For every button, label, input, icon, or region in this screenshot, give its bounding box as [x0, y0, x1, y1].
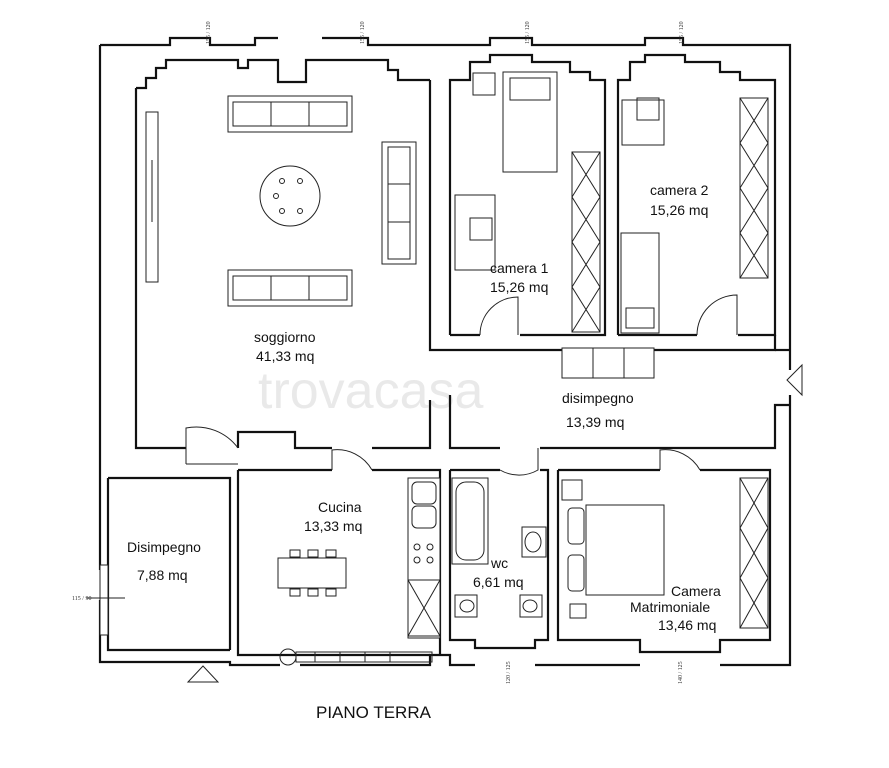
label-disimpegno-area: 13,39 mq: [566, 414, 624, 430]
cucina-walls: [236, 449, 442, 666]
dim-left: 115 / 90: [72, 596, 91, 602]
dim-top-1: 155 / 120: [206, 21, 212, 44]
cabinet-disimpegno: [561, 347, 655, 379]
label-wc-area: 6,61 mq: [473, 574, 524, 590]
label-soggiorno-area: 41,33 mq: [256, 348, 314, 364]
disimpegno-left-walls: [86, 476, 232, 683]
watermark: trovacasa: [258, 362, 484, 420]
label-camera1-area: 15,26 mq: [490, 279, 548, 295]
dim-top-4: 155 / 120: [679, 21, 685, 44]
label-cucina-area: 13,33 mq: [304, 518, 362, 534]
label-cucina-name: Cucina: [318, 499, 362, 515]
label-camera2-name: camera 2: [650, 182, 709, 198]
label-matrimoniale-name2: Matrimoniale: [630, 599, 710, 615]
bathtub: [451, 477, 489, 565]
dim-bottom-wc: 120 / 125: [506, 661, 512, 684]
camera-matrimoniale-walls: [556, 449, 772, 654]
dim-top-3: 155 / 120: [525, 21, 531, 44]
label-disimpegno-left-name: Disimpegno: [127, 539, 201, 555]
bed-camera2: [620, 232, 660, 334]
plan-title: PIANO TERRA: [316, 703, 432, 722]
label-soggiorno-name: soggiorno: [254, 329, 316, 345]
label-disimpegno-name: disimpegno: [562, 390, 634, 406]
room-labels: soggiorno 41,33 mq camera 1 15,26 mq cam…: [127, 182, 721, 633]
wardrobe-camera2: [739, 97, 769, 279]
label-wc-name: wc: [490, 555, 508, 571]
label-camera2-area: 15,26 mq: [650, 202, 708, 218]
double-bed: [585, 504, 665, 596]
disimpegno-walls: [448, 335, 803, 450]
sofa-bottom: [227, 269, 353, 307]
dining-table: [277, 557, 347, 589]
soggiorno-walls: [134, 58, 450, 465]
sofa-top: [227, 95, 353, 133]
label-matrimoniale-name: Camera: [671, 583, 721, 599]
bed-camera1: [502, 71, 558, 173]
camera2-walls: [616, 53, 777, 337]
round-table: [259, 165, 321, 227]
dim-top-2: 155 / 120: [360, 21, 366, 44]
sofa-right: [381, 141, 417, 265]
dim-bottom-camera: 140 / 125: [678, 661, 684, 684]
entrance-marker-right: [786, 363, 803, 397]
wardrobe-camera1: [571, 151, 601, 333]
outer-walls: [98, 36, 792, 667]
label-camera1-name: camera 1: [490, 260, 549, 276]
window-dimension-labels: 155 / 120 155 / 120 155 / 120 155 / 120 …: [72, 21, 685, 684]
entrance-marker-bottom: [186, 665, 220, 683]
label-matrimoniale-area: 13,46 mq: [658, 617, 716, 633]
camera1-walls: [448, 53, 607, 337]
kitchen-counter: [407, 477, 441, 639]
wc-walls: [448, 448, 550, 650]
label-disimpegno-left-area: 7,88 mq: [137, 567, 188, 583]
